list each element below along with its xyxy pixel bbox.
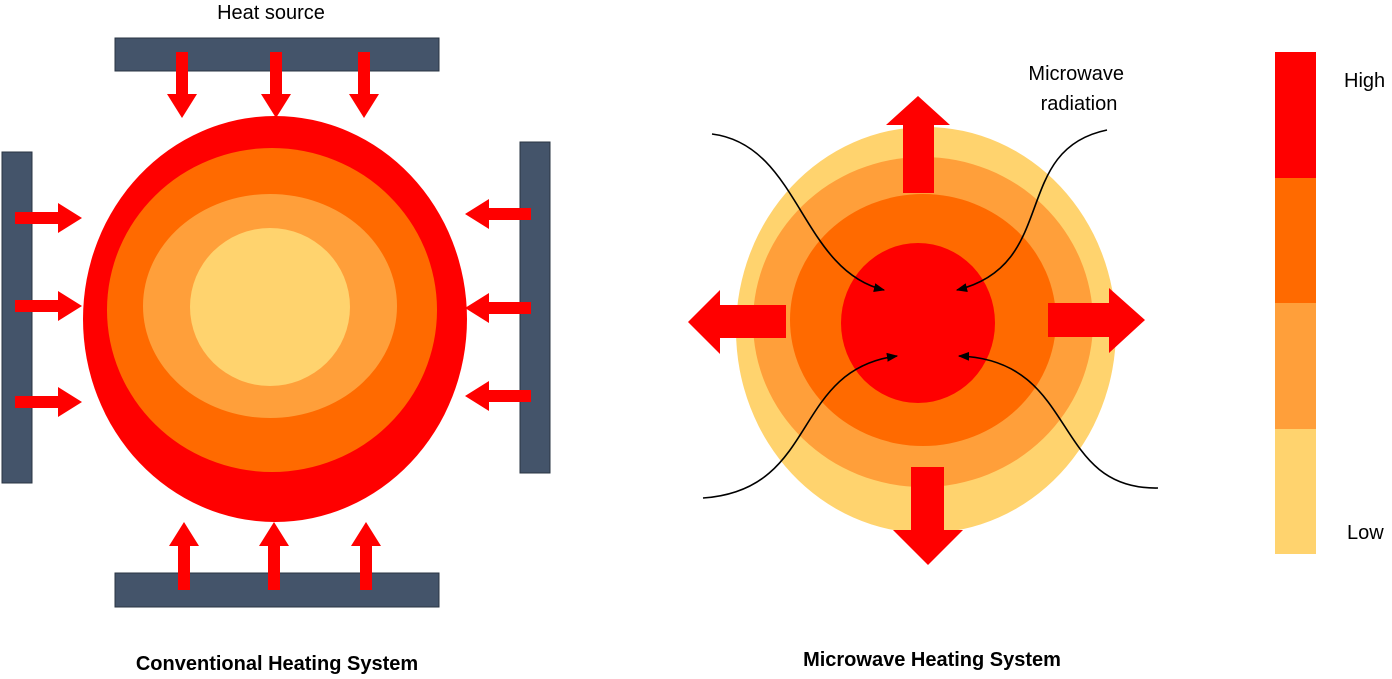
heat-source-label: Heat source xyxy=(217,2,325,24)
arrow-left-outward xyxy=(688,290,786,354)
radiation-curves xyxy=(702,129,1159,499)
arrow-left xyxy=(465,293,531,323)
arrows-inward-right xyxy=(465,199,531,411)
legend-high-label: High xyxy=(1344,70,1385,92)
arrow-left xyxy=(465,199,531,229)
legend-low-label: Low xyxy=(1347,522,1384,544)
heat-source-plate-left xyxy=(1,151,33,484)
microwave-layer-4 xyxy=(841,243,995,403)
arrow-down xyxy=(261,52,291,118)
arrow-down xyxy=(349,52,379,118)
microwave-radiation-label: Microwave radiation xyxy=(1028,63,1129,115)
arrow-up-outward xyxy=(886,96,950,193)
arrow-right-outward xyxy=(1048,288,1145,353)
microwave-caption: Microwave Heating System xyxy=(803,649,1061,671)
arrow-right xyxy=(15,387,82,417)
arrow-right xyxy=(15,203,82,233)
arrows-inward-top xyxy=(167,52,379,118)
legend-level-4 xyxy=(1275,429,1316,554)
radiation-curve-top-left xyxy=(711,133,886,293)
radiation-curve-top-right xyxy=(955,129,1108,292)
arrow-left xyxy=(465,381,531,411)
arrow-up xyxy=(169,522,199,590)
radiation-curve-bottom-left xyxy=(702,352,899,499)
arrow-up xyxy=(259,522,289,590)
microwave-object xyxy=(736,127,1116,533)
arrow-right xyxy=(15,291,82,321)
conventional-caption: Conventional Heating System xyxy=(136,653,418,675)
radiation-curve-bottom-right xyxy=(957,351,1159,489)
conventional-object xyxy=(83,116,467,522)
legend-level-2 xyxy=(1275,178,1316,303)
microwave-radiation-line1: Microwave xyxy=(1028,63,1124,85)
microwave-radiation-line2: radiation xyxy=(1041,93,1118,115)
conventional-heating-panel: Heat source Conventional Heating System xyxy=(1,2,551,675)
arrow-down xyxy=(167,52,197,118)
legend-level-3 xyxy=(1275,303,1316,429)
microwave-heating-panel: Microwave radiation Microwave Heating Sy… xyxy=(688,63,1159,671)
arrows-inward-bottom xyxy=(169,522,381,590)
arrow-up xyxy=(351,522,381,590)
arrow-down-outward xyxy=(893,467,963,565)
conventional-layer-4 xyxy=(190,228,350,386)
legend-level-1 xyxy=(1275,52,1316,178)
arrows-outward xyxy=(688,96,1145,565)
arrows-inward-left xyxy=(15,203,82,417)
temperature-legend: High Low xyxy=(1275,52,1385,554)
